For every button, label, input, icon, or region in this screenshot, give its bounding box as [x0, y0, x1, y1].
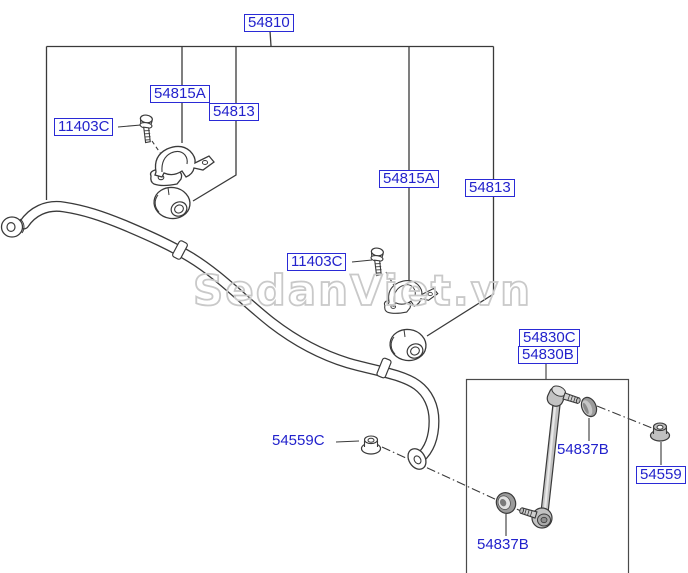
part-label-54813-2: 54813: [465, 179, 515, 197]
part-label-11403c-1: 11403C: [54, 118, 114, 136]
part-label-54837b-2: 54837B: [477, 536, 529, 553]
bar-collar-1: [172, 240, 188, 260]
link-top-ball: [546, 385, 567, 407]
part-label-54813-1: 54813: [209, 103, 259, 121]
grommet-lower: [495, 492, 517, 514]
part-label-54837b-1: 54837B: [557, 441, 609, 458]
link-bottom-stud: [518, 506, 538, 519]
part-label-54815a-2: 54815A: [379, 170, 439, 188]
bushing-1: [151, 184, 193, 222]
clamp-bracket-1: [149, 145, 215, 187]
part-label-54810: 54810: [244, 14, 294, 32]
bar-eye-right: [407, 448, 427, 470]
part-label-54830b: 54830B: [518, 346, 578, 364]
part-label-54815a-1: 54815A: [150, 85, 210, 103]
label-connector-lines: [117, 124, 662, 536]
part-label-11403c-2: 11403C: [287, 253, 347, 271]
link-top-stud: [562, 392, 582, 405]
link-detail-box: [465, 378, 630, 573]
bracket-outline-lines: [45, 30, 495, 337]
flange-bolt-1: [136, 113, 155, 144]
flange-bolt-2: [367, 246, 386, 277]
bar-collar-2: [376, 357, 392, 379]
grommet-upper: [580, 396, 598, 418]
stabilizer-link: [518, 385, 582, 529]
flange-nut-54559c: [360, 435, 382, 455]
part-label-54559: 54559: [636, 466, 686, 484]
flange-nut-54559: [649, 422, 671, 442]
stabilizer-bar: [0, 200, 440, 470]
part-label-54830c: 54830C: [519, 329, 580, 347]
clamp-bracket-2: [383, 279, 439, 314]
bar-eye-left: [0, 216, 25, 238]
bushing-2: [387, 326, 429, 364]
part-label-54559c: 54559C: [272, 432, 325, 449]
